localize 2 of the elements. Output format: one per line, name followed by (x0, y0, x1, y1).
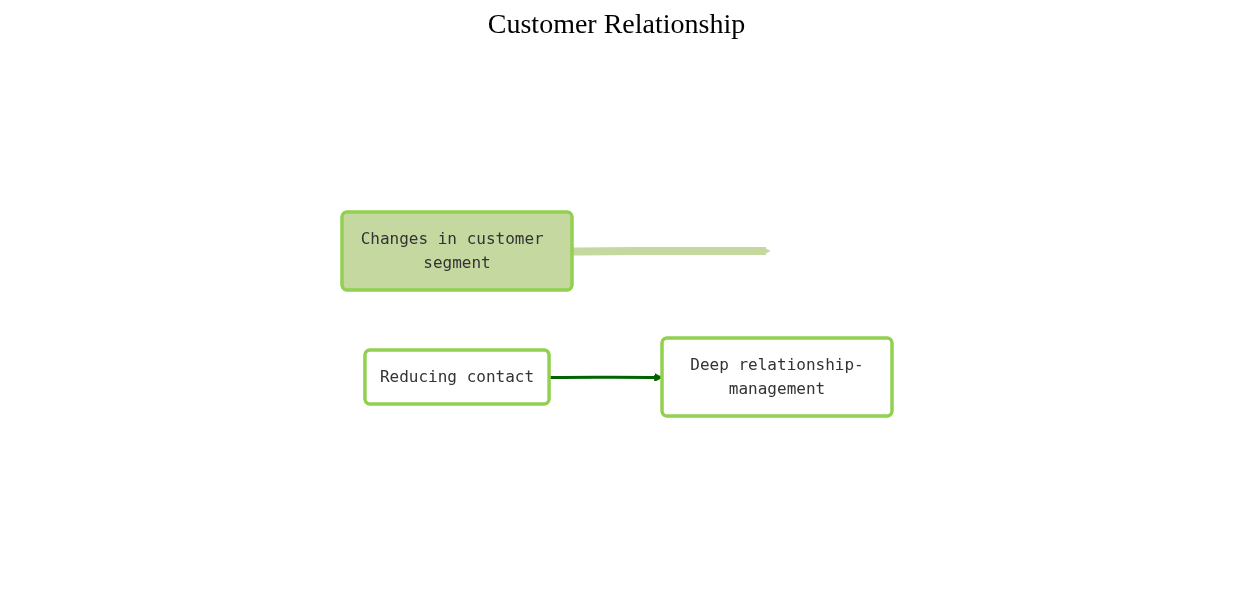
diagram-title: Customer Relationship (486, 8, 747, 40)
arrow (571, 246, 770, 256)
